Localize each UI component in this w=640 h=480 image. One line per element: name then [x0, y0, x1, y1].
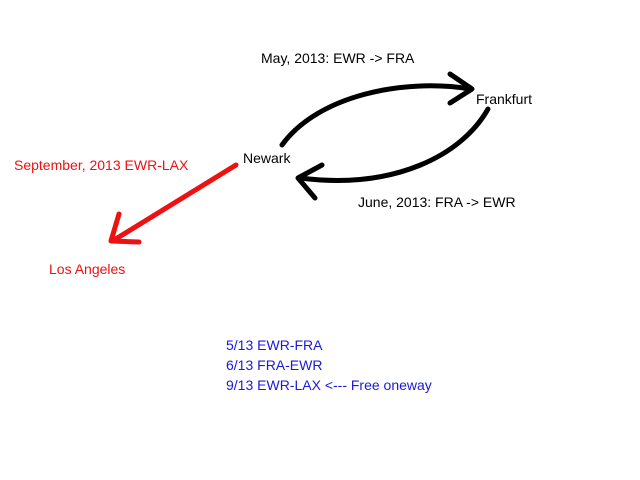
outbound-route-arc [279, 83, 473, 148]
itinerary-note: 9/13 EWR-LAX <--- Free oneway [226, 377, 432, 393]
outbound-arrowhead [447, 71, 475, 106]
oneway-arrowhead [108, 211, 142, 245]
return-route-label: June, 2013: FRA -> EWR [358, 194, 516, 210]
city-label-los-angeles: Los Angeles [49, 261, 126, 277]
itinerary-note: 6/13 FRA-EWR [226, 357, 323, 373]
oneway-route-line [111, 162, 239, 243]
outbound-route-label: May, 2013: EWR -> FRA [261, 50, 415, 66]
city-label-frankfurt: Frankfurt [476, 91, 533, 107]
return-arrowhead [295, 162, 325, 201]
city-label-newark: Newark [243, 150, 291, 166]
itinerary-notes: 5/13 EWR-FRA 6/13 FRA-EWR 9/13 EWR-LAX <… [226, 335, 432, 395]
return-route-arc [297, 106, 491, 183]
oneway-route-label: September, 2013 EWR-LAX [14, 157, 189, 173]
itinerary-note: 5/13 EWR-FRA [226, 337, 323, 353]
